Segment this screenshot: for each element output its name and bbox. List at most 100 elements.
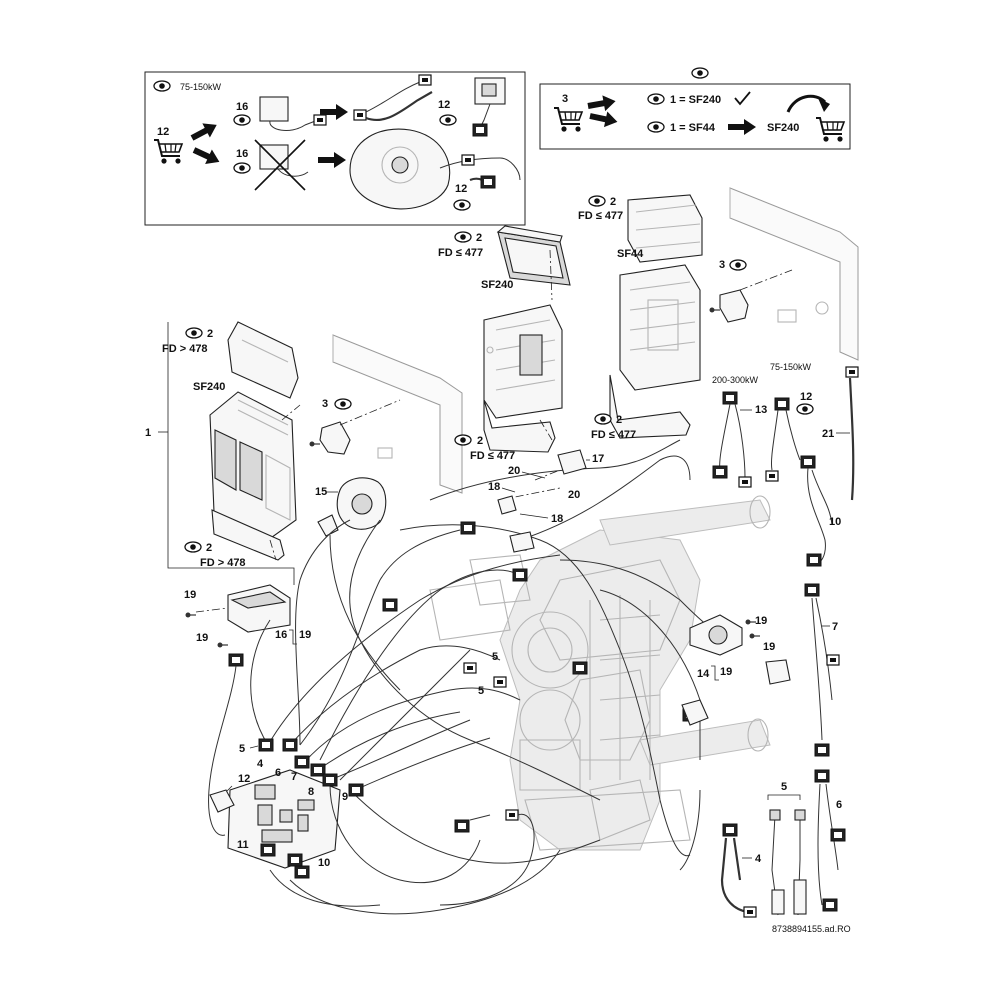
svg-text:11: 11	[237, 839, 249, 851]
sf240-top-label: SF240	[481, 279, 513, 291]
curved-arrow-icon	[786, 94, 827, 113]
sf44-assembly: 2 FD ≤ 477 SF44 2 FD ≤ 477 3	[578, 194, 793, 441]
svg-text:21: 21	[822, 428, 834, 440]
svg-text:19: 19	[184, 589, 196, 601]
svg-text:20: 20	[508, 465, 520, 477]
transformer-old-part	[259, 144, 289, 170]
sf240-bottom-cover	[483, 399, 556, 453]
svg-text:5: 5	[492, 651, 498, 663]
sf44-control-unit	[619, 264, 701, 391]
svg-text:19: 19	[755, 615, 767, 627]
svg-text:9: 9	[342, 791, 348, 803]
svg-text:7: 7	[291, 771, 297, 783]
connector-plug	[454, 819, 470, 833]
gas-valve-14: 19 19 14 19	[689, 614, 775, 681]
sf240-left-bottom-cover	[211, 509, 285, 561]
svg-text:14: 14	[697, 668, 710, 680]
ignition-transformer-left: 3	[308, 398, 401, 455]
svg-text:3: 3	[719, 259, 725, 271]
svg-text:2: 2	[477, 435, 483, 447]
harness-21: 21	[822, 366, 859, 501]
harness-4: 4	[720, 823, 762, 918]
blower-15: 15	[315, 477, 387, 537]
svg-text:17: 17	[592, 453, 604, 465]
svg-text:5: 5	[239, 743, 245, 755]
svg-text:12: 12	[238, 773, 250, 785]
svg-text:19: 19	[720, 666, 732, 678]
inset-right-cart-qty: 3	[562, 93, 568, 105]
electrode-parts: 17 20 18 20 18 2 FD ≤ 477	[454, 434, 604, 553]
inset-ref-12-a: 12	[438, 99, 450, 111]
svg-text:5: 5	[478, 685, 484, 697]
harness-13-200-300kw: 200-300kW 13	[712, 375, 767, 488]
svg-text:2: 2	[476, 232, 482, 244]
main-wiring-harness: 5 5	[250, 439, 791, 915]
fd-gt-478-a: FD > 478	[162, 343, 208, 355]
sf44-label: SF44	[617, 248, 644, 260]
svg-text:6: 6	[275, 767, 281, 779]
sf44-bottom-cover	[609, 374, 691, 439]
inset-ref-12-b: 12	[455, 183, 467, 195]
transformer-16: 19 19 16 19	[184, 584, 311, 836]
svg-text:3: 3	[322, 398, 328, 410]
svg-text:5: 5	[781, 781, 787, 793]
inset-row2-target: SF240	[767, 122, 799, 134]
sf240-left-label: SF240	[193, 381, 225, 393]
sf44-cover	[627, 194, 703, 263]
svg-text:15: 15	[315, 486, 327, 498]
inset-power-label: 75-150kW	[180, 82, 222, 92]
harness-5: 5	[767, 781, 807, 916]
pcb-board-12: 12 11 10	[209, 769, 341, 879]
sf240-left-assembly: 1 2 FD > 478 SF240 2 FD > 478	[145, 321, 301, 585]
svg-text:6: 6	[836, 799, 842, 811]
svg-text:2: 2	[616, 414, 622, 426]
svg-text:18: 18	[551, 513, 563, 525]
svg-text:13: 13	[755, 404, 767, 416]
svg-text:4: 4	[257, 758, 264, 770]
fd-lte-477-d: FD ≤ 477	[470, 450, 515, 462]
shopping-cart-icon-right	[553, 107, 583, 133]
svg-text:10: 10	[829, 516, 841, 528]
inset-ref-16-a: 16	[236, 101, 248, 113]
fd-lte-477-a: FD ≤ 477	[438, 247, 483, 259]
svg-text:12: 12	[800, 391, 812, 403]
fd-lte-477-c: FD ≤ 477	[591, 429, 636, 441]
sf240-cover-left	[227, 321, 299, 399]
harness-10: 10	[806, 467, 841, 567]
transformer-part	[259, 96, 289, 122]
boiler-body-ghost	[332, 187, 859, 851]
inset-replacement-note: 3 1 = SF240 1 = SF44 SF240	[539, 67, 851, 150]
inset-ref-16-b: 16	[236, 148, 248, 160]
svg-text:20: 20	[568, 489, 580, 501]
sf240-top-assembly: 2 FD ≤ 477 SF240	[438, 225, 571, 453]
svg-text:7: 7	[832, 621, 838, 633]
power-75-150kw-label: 75-150kW	[770, 362, 812, 372]
svg-text:19: 19	[196, 632, 208, 644]
inset-75-150kw: 75-150kW 12 16 16 12 12	[144, 71, 526, 226]
power-200-300kw-label: 200-300kW	[712, 375, 759, 385]
harness-6: 6	[814, 769, 846, 912]
svg-text:19: 19	[299, 629, 311, 641]
inset-cart-qty: 12	[157, 126, 169, 138]
svg-text:10: 10	[318, 857, 330, 869]
svg-text:2: 2	[207, 328, 213, 340]
harness-12-75-150kw: 75-150kW 12	[765, 362, 816, 482]
shopping-cart-icon	[153, 139, 183, 165]
harness-7: 7	[804, 583, 840, 757]
inset-row2-text: 1 = SF44	[670, 122, 716, 134]
document-number: 8738894155.ad.RO	[772, 924, 851, 934]
svg-text:8: 8	[308, 786, 314, 798]
checkmark-icon	[734, 91, 751, 106]
svg-text:16: 16	[275, 629, 287, 641]
ref-1: 1	[145, 427, 151, 439]
inset-row1-text: 1 = SF240	[670, 94, 721, 106]
svg-text:19: 19	[763, 641, 775, 653]
fd-gt-478-b: FD > 478	[200, 557, 246, 569]
svg-text:4: 4	[755, 853, 762, 865]
svg-text:2: 2	[610, 196, 616, 208]
ignition-transformer-sf44	[719, 289, 749, 323]
fd-lte-477-b: FD ≤ 477	[578, 210, 623, 222]
svg-text:2: 2	[206, 542, 212, 554]
connector-strip: 5 4 6 7 8 9	[239, 738, 364, 803]
